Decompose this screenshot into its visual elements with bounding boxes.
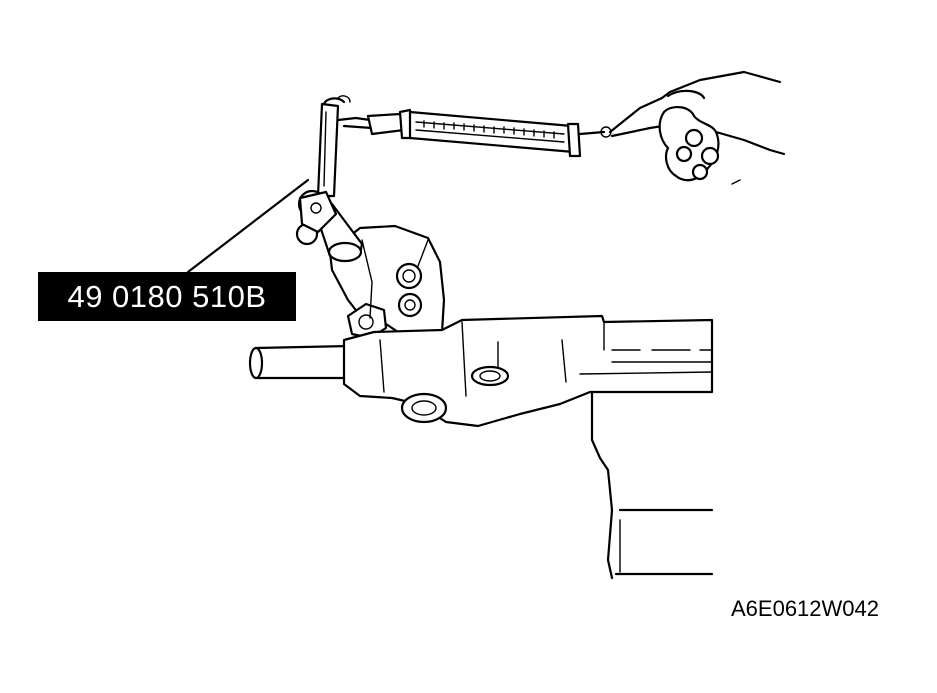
rack-housing	[342, 314, 714, 428]
rack-tube	[248, 344, 354, 380]
figure-id-label: A6E0612W042	[731, 596, 879, 621]
spring-balance	[336, 108, 612, 158]
bench-vise	[590, 390, 714, 580]
callout-leader-line	[186, 178, 310, 274]
tool-number-callout: 49 0180 510B	[38, 272, 296, 321]
special-tool-adapter	[295, 95, 351, 246]
technician-hand	[608, 70, 786, 185]
scale-ticks	[423, 120, 555, 139]
